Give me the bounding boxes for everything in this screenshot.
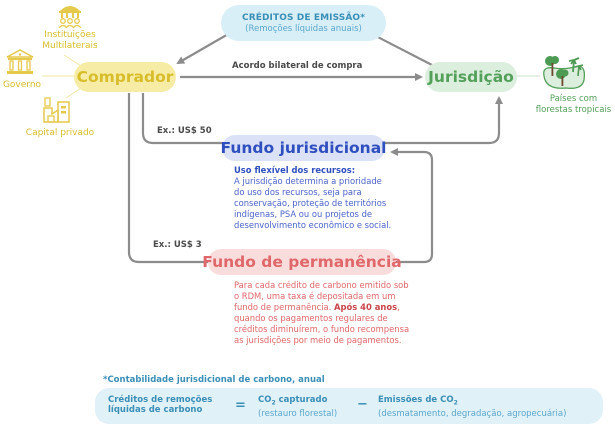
credits-subtitle: (Remoções líquidas anuais)	[245, 23, 362, 34]
emission-credits-node: CRÉDITOS DE EMISSÃO* (Remoções líquidas …	[221, 5, 386, 41]
example-50-label: Ex.: US$ 50	[157, 126, 212, 136]
line-buyer-to-jurisdictional-fund	[141, 93, 222, 145]
tropical-countries-line1: Países com	[549, 94, 598, 104]
co2-subscript: 2	[271, 399, 276, 407]
government-label: Governo	[2, 80, 42, 90]
desc-line: indígenas, PSA ou ou projetos de	[234, 209, 373, 219]
arrow-jurisdictional-fund-to-jurisdiction	[385, 96, 503, 145]
desc-line: Para cada crédito de carbono emitido sob	[234, 280, 409, 290]
net-removal-credits-term: Créditos de remoções líquidas de carbono	[108, 395, 212, 415]
desc-line: fundo de permanência. Após 40 anos,	[234, 302, 429, 313]
tropical-countries-line2: florestas tropicais	[535, 105, 612, 115]
desc-text: fundo de permanência.	[234, 302, 335, 312]
multilateral-institutions-label: Instituições Multilaterais	[40, 30, 100, 52]
desc-line: desenvolvimento econômico e social.	[234, 220, 392, 230]
lhs-line2: líquidas de carbono	[108, 405, 203, 415]
permanence-fund-description: Para cada crédito de carbono emitido sob…	[234, 280, 429, 346]
line-buyer-to-permanence-fund	[127, 93, 208, 264]
private-capital-factory-icon	[43, 97, 70, 123]
co2-text: CO	[258, 395, 272, 405]
tropical-forest-icon	[543, 56, 586, 89]
co2-captured-label: CO2 capturado	[258, 395, 337, 409]
emissions-text: Emissões de CO	[378, 395, 454, 405]
minus-sign: −	[357, 397, 368, 412]
desc-line: do uso dos recursos, seja para	[234, 187, 362, 197]
jurisdiction-node: Jurisdição	[425, 62, 517, 92]
credits-title: CRÉDITOS DE EMISSÃO*	[242, 12, 365, 23]
co2-emissions-term: Emissões de CO2 (desmatamento, degradaçã…	[378, 395, 566, 419]
desc-line: A jurisdição determina a prioridade	[234, 176, 382, 186]
accounting-formula-box: Créditos de remoções líquidas de carbono…	[95, 388, 603, 424]
equals-sign: =	[235, 398, 246, 413]
bilateral-agreement-label: Acordo bilateral de compra	[232, 61, 363, 71]
multilateral-line2: Multilaterais	[42, 41, 98, 51]
desc-line: o RDM, uma taxa é depositada em um	[234, 291, 396, 301]
jurisdictional-fund-description: Uso flexível dos recursos: A jurisdição …	[234, 165, 434, 231]
accounting-title: *Contabilidade jurisdicional de carbono,…	[103, 375, 325, 385]
forest-restoration-text: (restauro florestal)	[258, 408, 338, 419]
captured-text: capturado	[275, 395, 328, 405]
desc-line: créditos diminuírem, o fundo recompensa	[234, 324, 410, 334]
arrow-permanence-to-jurisdictional-fund	[390, 148, 434, 264]
emission-sources-text: (desmatamento, degradação, agropecuária)	[378, 408, 567, 419]
desc-text: ,	[397, 302, 400, 312]
line-jurisdiction-to-credits	[369, 32, 433, 66]
after-40-years-emphasis: Após 40 anos	[334, 302, 398, 312]
buyer-node: Comprador	[74, 62, 176, 92]
multilateral-institutions-icon	[58, 6, 82, 28]
desc-line: quando os pagamentos regulares de	[234, 313, 388, 323]
lhs-line1: Créditos de remoções	[108, 395, 213, 405]
co2-captured-term: CO2 capturado (restauro florestal)	[258, 395, 337, 419]
private-capital-label: Capital privado	[25, 128, 95, 138]
jurisdictional-fund-node: Fundo jurisdicional	[221, 135, 386, 161]
co2-subscript: 2	[453, 399, 458, 407]
example-3-label: Ex.: US$ 3	[153, 240, 202, 250]
tropical-countries-label: Países com florestas tropicais	[532, 94, 615, 116]
government-building-icon	[6, 49, 34, 74]
multilateral-line1: Instituições	[44, 30, 96, 40]
arrow-credits-to-buyer	[176, 32, 231, 64]
flexible-use-heading: Uso flexível dos recursos:	[234, 165, 356, 175]
desc-line: conservação, proteção de territórios	[234, 198, 387, 208]
permanence-fund-node: Fundo de permanência	[202, 249, 402, 275]
co2-emissions-label: Emissões de CO2	[378, 395, 566, 409]
desc-line: as jurisdições por meio de pagamentos.	[234, 335, 402, 345]
